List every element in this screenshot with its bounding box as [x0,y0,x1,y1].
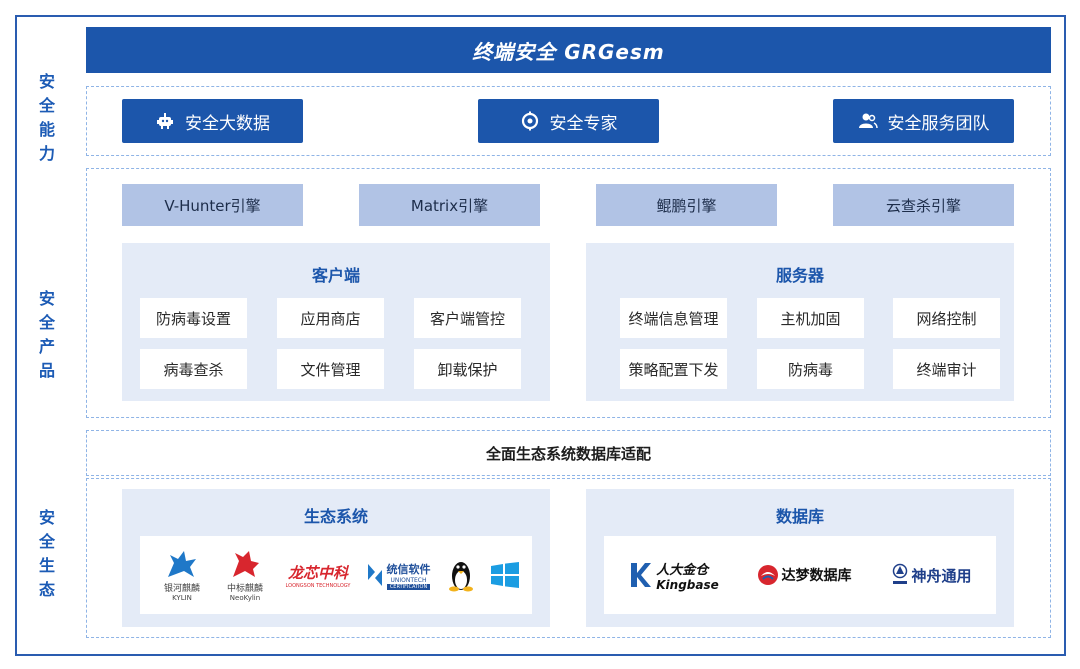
shenzhou-icon [893,563,908,584]
server-item: 主机加固 [757,298,864,338]
loongson-logo: 龙芯中科 LOONGSON TECHNOLOGY [280,546,356,604]
uniontech-en: UNIONTECH [390,576,427,584]
page-title: 终端安全 GRGesm [86,27,1051,73]
uniontech-cn: 统信软件 [386,562,431,576]
client-item: 文件管理 [277,349,384,389]
windows-icon [491,562,519,588]
server-item: 网络控制 [893,298,1000,338]
kingbase-icon [631,563,652,587]
big-data-label: 安全大数据 [185,113,270,134]
capability-section [86,86,1051,156]
server-item: 终端信息管理 [620,298,727,338]
loongson-cn: 龙芯中科 [287,563,348,582]
side-char: 全 [38,532,55,551]
kylin-logo: 银河麒麟 KYLIN [152,546,212,604]
client-item: 防病毒设置 [140,298,247,338]
side-char: 全 [38,313,55,332]
side-label-ecology: 安 全 生 态 [32,506,62,602]
tux-icon [449,562,473,592]
dameng-name: 达梦数据库 [781,568,852,584]
client-panel: 客户端 防病毒设置 应用商店 客户端管控 病毒查杀 文件管理 卸载保护 [122,243,550,401]
database-panel: 数据库 人大金仓 Kingbase 达梦数据库 神舟通用 [586,489,1014,627]
dameng-icon [757,565,778,585]
product-section [86,168,1051,418]
kingbase-logo: 人大金仓 Kingbase [624,546,724,604]
server-item: 终端审计 [893,349,1000,389]
neokylin-icon [233,550,259,577]
robot-icon [157,113,173,129]
side-char: 安 [38,289,55,308]
loongson-en: LOONGSON TECHNOLOGY [285,582,351,589]
uniontech-icon [367,564,382,586]
uniontech-cert: CERTIFICATION [386,583,431,590]
side-label-product: 安 全 产 品 [32,287,62,383]
kingbase-en: Kingbase [656,577,719,592]
ecosystem-title: 生态系统 [303,507,368,526]
side-char: 力 [38,144,55,163]
adaptation-bar: 全面生态系统数据库适配 [86,430,1051,476]
ecosystem-panel: 生态系统 银河麒麟 KYLIN 中标麒麟 NeoKylin 龙芯中科 LOONG… [122,489,550,627]
side-char: 产 [38,337,55,356]
expert-label: 安全专家 [549,113,618,134]
shenzhou-logo: 神舟通用 [882,546,982,604]
database-logo-box: 人大金仓 Kingbase 达梦数据库 神舟通用 [604,536,996,614]
side-char: 能 [38,120,55,139]
server-item: 策略配置下发 [620,349,727,389]
neokylin-en: NeoKylin [229,593,261,602]
side-char: 安 [38,72,55,91]
uniontech-logo: 统信软件 UNIONTECH CERTIFICATION [362,546,434,604]
side-label-capability: 安 全 能 力 [32,70,62,166]
client-item: 应用商店 [277,298,384,338]
server-panel: 服务器 终端信息管理 主机加固 网络控制 策略配置下发 防病毒 终端审计 [586,243,1014,401]
side-char: 生 [38,556,55,575]
engine-matrix: Matrix引擎 [359,184,540,226]
kingbase-cn: 人大金仓 [656,562,709,578]
linux-logo [445,550,477,600]
engine-vhunter: V-Hunter引擎 [122,184,303,226]
client-item: 病毒查杀 [140,349,247,389]
engine-cloud: 云查杀引擎 [833,184,1014,226]
side-char: 态 [38,580,55,599]
expert-button[interactable]: 安全专家 [478,99,659,143]
target-icon [521,111,538,131]
neokylin-cn: 中标麒麟 [226,583,263,594]
ecology-section [86,478,1051,638]
service-team-label: 安全服务团队 [887,113,990,134]
kylin-en: KYLIN [172,593,192,602]
client-item: 卸载保护 [414,349,521,389]
kylin-cn: 银河麒麟 [163,583,200,594]
server-item: 防病毒 [757,349,864,389]
big-data-button[interactable]: 安全大数据 [122,99,303,143]
side-char: 全 [38,96,55,115]
ecosystem-logo-box: 银河麒麟 KYLIN 中标麒麟 NeoKylin 龙芯中科 LOONGSON T… [140,536,532,614]
server-title: 服务器 [775,266,824,285]
side-char: 品 [38,361,55,380]
side-char: 安 [38,508,55,527]
shenzhou-name: 神舟通用 [911,566,972,585]
users-icon [858,113,878,129]
database-title: 数据库 [775,507,824,526]
dameng-logo: 达梦数据库 [749,546,859,604]
windows-logo [488,550,522,600]
service-team-button[interactable]: 安全服务团队 [833,99,1014,143]
client-item: 客户端管控 [414,298,521,338]
kylin-icon [168,550,196,577]
client-title: 客户端 [311,266,360,285]
engine-kunpeng: 鲲鹏引擎 [596,184,777,226]
neokylin-logo: 中标麒麟 NeoKylin [215,546,275,604]
